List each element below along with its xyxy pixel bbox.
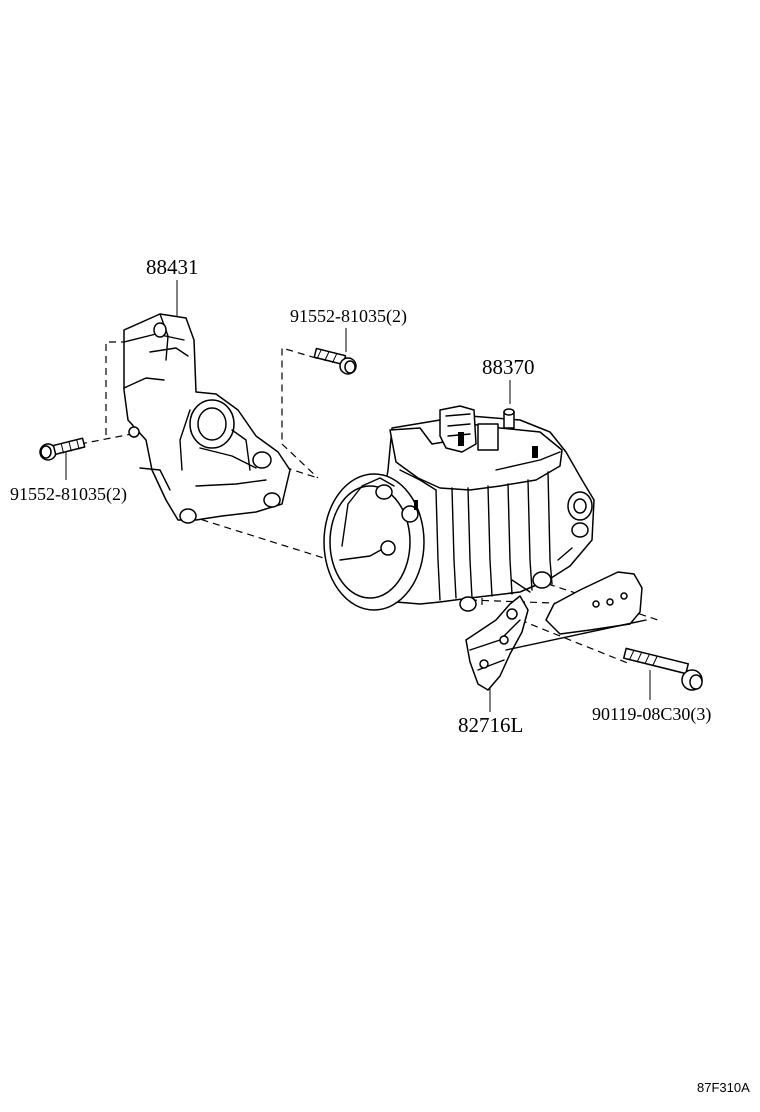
part-number-bolt-lower[interactable]: 90119-08C30(3) <box>592 704 711 725</box>
part-number-compressor[interactable]: 88370 <box>482 355 535 379</box>
part-number-bolt-upper-right[interactable]: 91552-81035(2) <box>290 306 407 327</box>
bolt-lower-drawing[interactable] <box>622 647 703 691</box>
part-number-bolt-upper-left[interactable]: 91552-81035(2) <box>10 484 127 505</box>
bolt-upper-left-drawing[interactable] <box>39 437 86 461</box>
bolt-upper-right-drawing[interactable] <box>313 347 357 375</box>
compressor-drawing[interactable] <box>323 405 595 612</box>
bracket-upper-drawing[interactable] <box>123 313 291 524</box>
bracket-lower-drawing[interactable] <box>465 571 647 691</box>
part-number-bracket-lower[interactable]: 82716L <box>458 713 523 737</box>
part-number-bracket-upper[interactable]: 88431 <box>146 255 199 279</box>
figure-code: 87F310A <box>697 1080 750 1095</box>
